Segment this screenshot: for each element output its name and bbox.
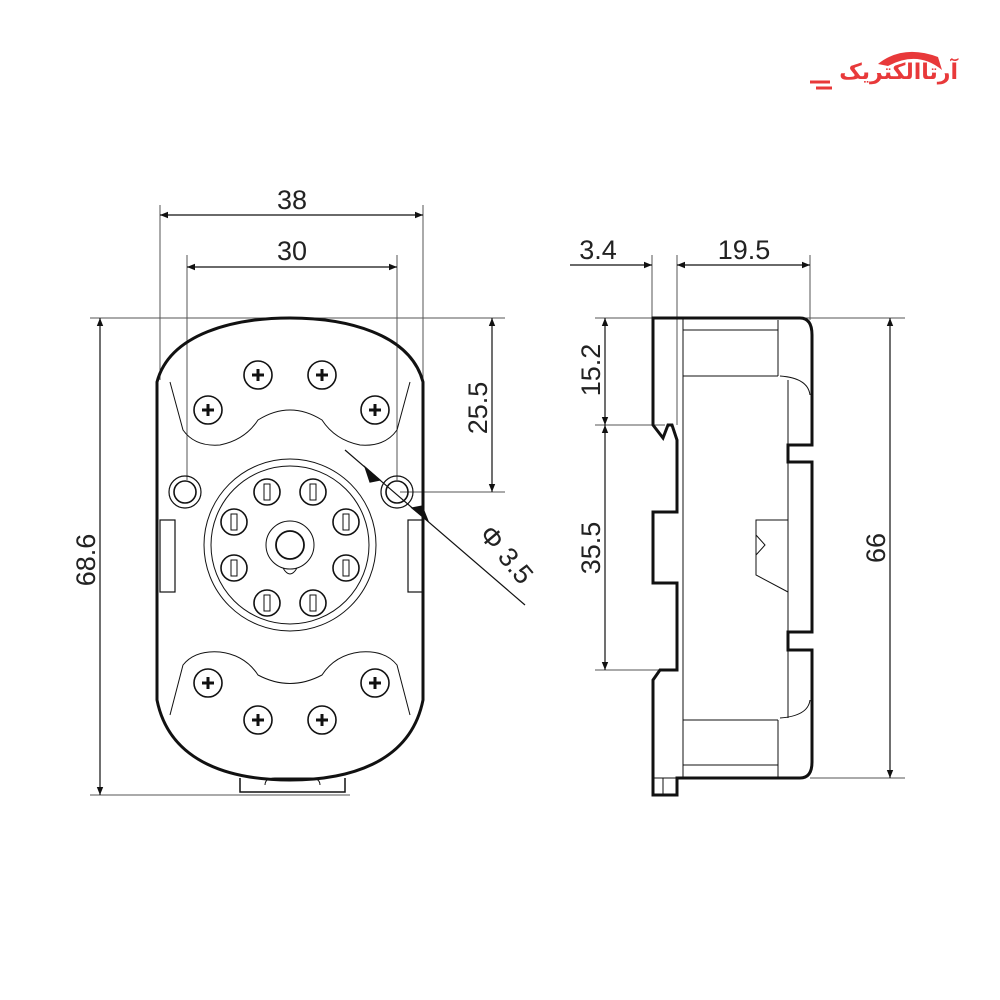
screw-icon: [243, 360, 273, 390]
screw-icon: [307, 705, 337, 735]
screw-icon: [307, 360, 337, 390]
logo-swoosh-icon: [810, 51, 942, 90]
dim-width-holes: 30: [277, 236, 307, 266]
screw-icon: [193, 668, 223, 698]
screw-terminals: [193, 360, 390, 735]
dim-width-outer: 38: [277, 185, 307, 215]
screw-icon: [243, 705, 273, 735]
screw-icon: [360, 395, 390, 425]
brand-logo: آرتاالکتریک: [808, 42, 959, 102]
dim-body-height: 66: [861, 533, 891, 563]
screw-icon: [360, 668, 390, 698]
dim-height-total: 68.6: [71, 534, 101, 587]
dim-rail-depth: 3.4: [579, 235, 617, 265]
extension-lines: [90, 205, 905, 796]
logo-text: آرتاالکتریک: [839, 60, 959, 85]
mounting-holes: [168, 475, 414, 509]
dimension-lines: [96, 211, 894, 795]
dim-hole-offset: 25.5: [463, 382, 493, 435]
dim-hole-diameter: Φ 3.5: [473, 520, 539, 590]
front-view: [155, 316, 425, 793]
screw-icon: [193, 395, 223, 425]
side-view: [651, 316, 814, 797]
socket-outline: [155, 316, 425, 782]
dim-rail-width: 35.5: [576, 522, 606, 575]
dim-body-depth: 19.5: [718, 235, 771, 265]
pin-sockets: [220, 478, 360, 617]
dim-top-to-rail: 15.2: [576, 344, 606, 397]
